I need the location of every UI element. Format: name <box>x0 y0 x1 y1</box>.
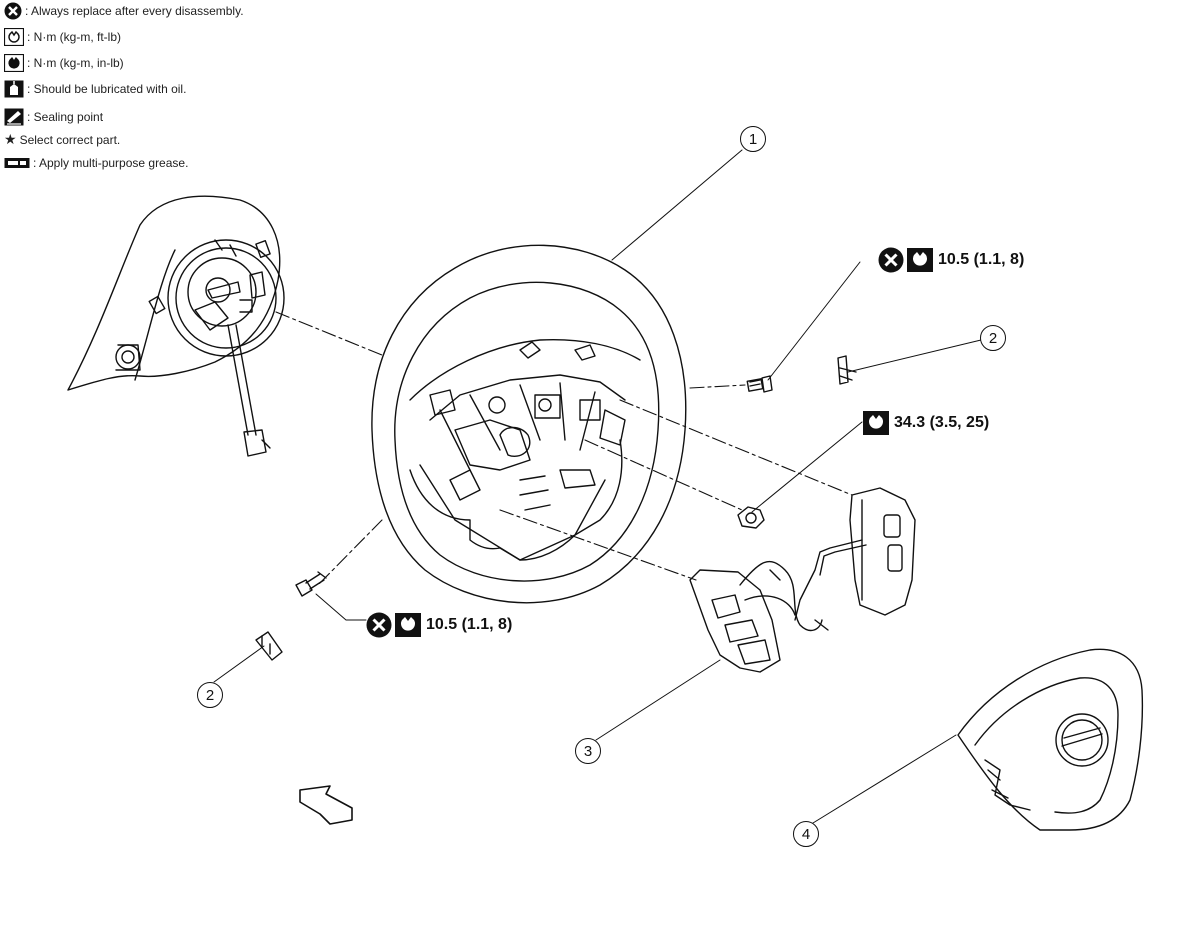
torque-ft-lb-icon <box>4 28 24 46</box>
part-number-3: 3 <box>575 738 601 764</box>
lower-bolt-torque-value: 10.5 (1.1, 8) <box>426 616 513 633</box>
legend-item-torque-ft-lb: : N·m (kg-m, ft-lb) <box>4 28 121 46</box>
front-direction-arrow <box>299 785 353 825</box>
part-number-2-right: 2 <box>980 325 1006 351</box>
legend-item-select-part: ★ Select correct part. <box>4 131 120 148</box>
air-bag-module <box>957 648 1144 831</box>
legend-text: : Apply multi-purpose grease. <box>33 156 189 170</box>
torque-icon <box>907 248 933 272</box>
legend-text: Select correct part. <box>19 132 121 147</box>
torque-icon <box>863 411 889 435</box>
star-icon: ★ <box>4 131 17 147</box>
legend-text: : Always replace after every disassembly… <box>25 4 244 18</box>
part-number-2-left: 2 <box>197 682 223 708</box>
lower-bolt-torque-callout: 10.5 (1.1, 8) <box>366 612 512 638</box>
legend-text: : N·m (kg-m, in-lb) <box>27 56 124 70</box>
legend-text: : Sealing point <box>27 110 104 124</box>
nut <box>737 506 765 529</box>
spiral-cable-assembly <box>67 195 285 457</box>
legend-item-grease: : Apply multi-purpose grease. <box>4 156 188 170</box>
part-number-4: 4 <box>793 821 819 847</box>
legend-item-replace: : Always replace after every disassembly… <box>4 2 244 20</box>
replace-icon <box>4 2 22 20</box>
torque-icon <box>395 613 421 637</box>
upper-bolt-torque-callout: 10.5 (1.1, 8) <box>878 247 1024 273</box>
legend-item-sealing: : Sealing point <box>4 108 103 126</box>
legend-text: : Should be lubricated with oil. <box>27 82 187 96</box>
oil-can-icon <box>4 80 24 98</box>
sealing-point-icon <box>4 108 24 126</box>
switch-right <box>794 487 916 621</box>
clip-right <box>837 355 857 385</box>
nut-torque-value: 34.3 (3.5, 25) <box>894 414 990 431</box>
leader-lines <box>213 149 982 824</box>
clip-left <box>255 631 283 661</box>
legend-item-torque-in-lb: : N·m (kg-m, in-lb) <box>4 54 124 72</box>
legend-item-oil: : Should be lubricated with oil. <box>4 80 186 98</box>
replace-icon <box>366 612 392 638</box>
upper-bolt-torque-value: 10.5 (1.1, 8) <box>938 251 1025 268</box>
replace-icon <box>878 247 904 273</box>
grease-tube-icon <box>4 158 30 168</box>
switch-left <box>689 560 829 673</box>
torque-in-lb-icon <box>4 54 24 72</box>
steering-wheel <box>371 244 687 604</box>
nut-torque-callout: 34.3 (3.5, 25) <box>862 410 989 436</box>
assembly-lines <box>275 311 853 586</box>
lower-bolt <box>295 571 327 597</box>
upper-bolt <box>746 375 773 393</box>
legend-text: : N·m (kg-m, ft-lb) <box>27 30 121 44</box>
part-number-1: 1 <box>740 126 766 152</box>
